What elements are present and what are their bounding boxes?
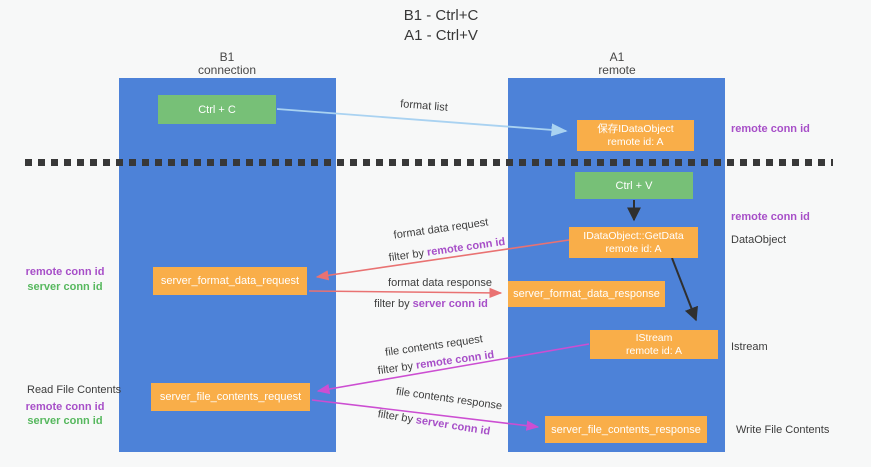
istream-line2: remote id: A (625, 344, 683, 357)
diagram-title: B1 - Ctrl+C A1 - Ctrl+V (331, 6, 551, 46)
column-header-a1: A1 remote (547, 51, 687, 77)
server-conn-id-text: server conn id (414, 414, 492, 438)
file-contents-response-label: file contents response (395, 385, 503, 413)
getdata-line2: remote id: A (605, 242, 662, 255)
ctrl-c-box: Ctrl + C (158, 95, 276, 124)
istream-line1: IStream (635, 331, 673, 344)
filter-by-text: filter by (388, 247, 425, 265)
filter-by-server-label-1: filter by server conn id (374, 298, 488, 310)
left-remote-conn-id-bottom: remote conn id (25, 401, 105, 413)
filter-by-text: filter by (377, 360, 414, 378)
column-b1-subtitle: connection (197, 63, 257, 77)
read-file-contents-label: Read File Contents (27, 384, 122, 396)
filter-by-text: filter by (374, 298, 410, 310)
format-data-response-label: format data response (388, 277, 492, 289)
filter-by-server-label-2: filter by server conn id (377, 408, 491, 438)
save-dataobject-line1: 保存IDataObject (597, 122, 674, 135)
server-format-data-request-box: server_format_data_request (153, 267, 307, 295)
server-conn-id-text: server conn id (412, 298, 488, 310)
server-file-contents-request-box: server_file_contents_request (151, 383, 310, 411)
session-separator-line (25, 159, 833, 166)
left-server-conn-id-bottom: server conn id (27, 415, 103, 427)
format-data-request-label: format data request (392, 216, 490, 242)
left-server-conn-id-top: server conn id (27, 281, 103, 293)
istream-box: IStream remote id: A (590, 330, 718, 359)
column-a1-subtitle: remote (598, 63, 636, 77)
server-file-contents-response-box: server_file_contents_response (545, 416, 707, 443)
getdata-line1: IDataObject::GetData (583, 229, 684, 242)
column-a1-name: A1 (609, 50, 625, 64)
remote-conn-id-text: remote conn id (426, 235, 506, 259)
save-dataobject-line2: remote id: A (607, 135, 664, 148)
getdata-box: IDataObject::GetData remote id: A (569, 227, 698, 258)
left-remote-conn-id-top: remote conn id (25, 266, 105, 278)
title-line-1: B1 - Ctrl+C (403, 7, 479, 24)
istream-side-label: Istream (731, 341, 768, 353)
filter-by-text: filter by (376, 408, 414, 426)
dataobject-label: DataObject (731, 234, 787, 246)
save-dataobject-box: 保存IDataObject remote id: A (577, 120, 694, 151)
title-line-2: A1 - Ctrl+V (404, 27, 478, 44)
filter-by-remote-label-1: filter by remote conn id (388, 236, 506, 264)
column-b1-name: B1 (219, 50, 235, 64)
right-remote-conn-id-top: remote conn id (731, 123, 810, 135)
right-remote-conn-id-mid: remote conn id (731, 211, 810, 223)
column-header-b1: B1 connection (157, 51, 297, 77)
arrow-format-data-response (308, 287, 503, 298)
write-file-contents-label: Write File Contents (736, 424, 830, 436)
format-list-label: format list (399, 98, 449, 114)
server-format-data-response-box: server_format_data_response (508, 281, 665, 307)
ctrl-v-box: Ctrl + V (575, 172, 693, 199)
